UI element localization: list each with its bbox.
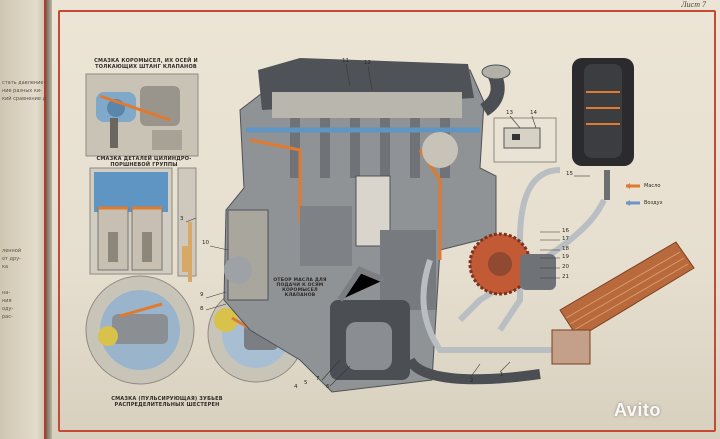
callout-number: 1 xyxy=(500,372,504,378)
callout-number: 12 xyxy=(364,60,371,66)
left-text-line: ка xyxy=(2,264,9,270)
callout-number: 13 xyxy=(506,110,513,116)
book-gutter xyxy=(46,0,54,439)
callout-number: 11 xyxy=(342,58,349,64)
callout-number: 8 xyxy=(200,306,204,312)
piston-caption: СМАЗКА ДЕТАЛЕЙ ЦИЛИНДРО-ПОРШНЕВОЙ ГРУППЫ xyxy=(96,156,192,168)
callout-number: 17 xyxy=(562,236,569,242)
rocker-inset xyxy=(85,73,199,157)
left-text-line: ния xyxy=(2,298,12,304)
callout-number: 18 xyxy=(562,246,569,252)
avito-watermark: Avito xyxy=(614,400,661,420)
rocker-caption: СМАЗКА КОРОМЫСЕЛ, ИХ ОСЕЙ И ТОЛКАЮЩИХ ШТ… xyxy=(94,58,198,70)
sheet-label: Лист 7 xyxy=(681,0,706,9)
callout-number: 3 xyxy=(180,216,184,222)
callout-number: 5 xyxy=(304,380,308,386)
piston-inset xyxy=(89,167,197,277)
callout-number: 7 xyxy=(316,376,320,382)
callout-number: 2 xyxy=(470,378,474,384)
callout-number: 16 xyxy=(562,228,569,234)
engine-block xyxy=(223,58,497,393)
left-page: стать давление мас- ние разных ки- кий с… xyxy=(0,0,57,439)
gear-inset xyxy=(85,275,305,385)
callout-number: 19 xyxy=(562,254,569,260)
oil-feed-callout: ОТБОР МАСЛА ДЛЯ ПОДАЧИ К ОСЯМ КОРОМЫСЕЛ … xyxy=(273,278,327,298)
leader-lines xyxy=(185,63,590,387)
legend-air: Воздух xyxy=(644,200,663,206)
callout-number: 6 xyxy=(326,384,330,390)
oil-filter xyxy=(572,58,634,200)
legend-oil: Масло xyxy=(644,183,661,189)
gear-caption: СМАЗКА (ПУЛЬСИРУЮЩАЯ) ЗУБЬЕВ РАСПРЕДЕЛИТ… xyxy=(111,396,223,408)
left-text-line: оду- xyxy=(2,306,14,312)
callout-number: 20 xyxy=(562,264,569,270)
left-text-line: ние разных ки- xyxy=(2,88,42,94)
timing-gear xyxy=(468,232,556,296)
callout-number: 4 xyxy=(294,384,298,390)
callout-number: 10 xyxy=(202,240,209,246)
left-text-line: ленной xyxy=(2,248,22,254)
legend-arrows xyxy=(626,183,640,206)
left-text-line: стать давление мас- xyxy=(2,80,57,86)
gauge-inset xyxy=(493,117,557,163)
callout-number: 15 xyxy=(566,171,573,177)
callout-number: 21 xyxy=(562,274,569,280)
left-text-line: от дру- xyxy=(2,256,21,262)
left-text-line: рас- xyxy=(2,314,13,320)
callout-number: 14 xyxy=(530,110,537,116)
left-text-line: кий сравнение да- xyxy=(2,96,51,102)
filler-neck xyxy=(479,64,511,116)
dipstick xyxy=(188,222,192,282)
sheet-frame xyxy=(58,10,716,432)
left-page-edge xyxy=(44,0,47,439)
left-text-line: на- xyxy=(2,290,11,296)
oil-cooler xyxy=(551,241,695,365)
callout-number: 9 xyxy=(200,292,204,298)
